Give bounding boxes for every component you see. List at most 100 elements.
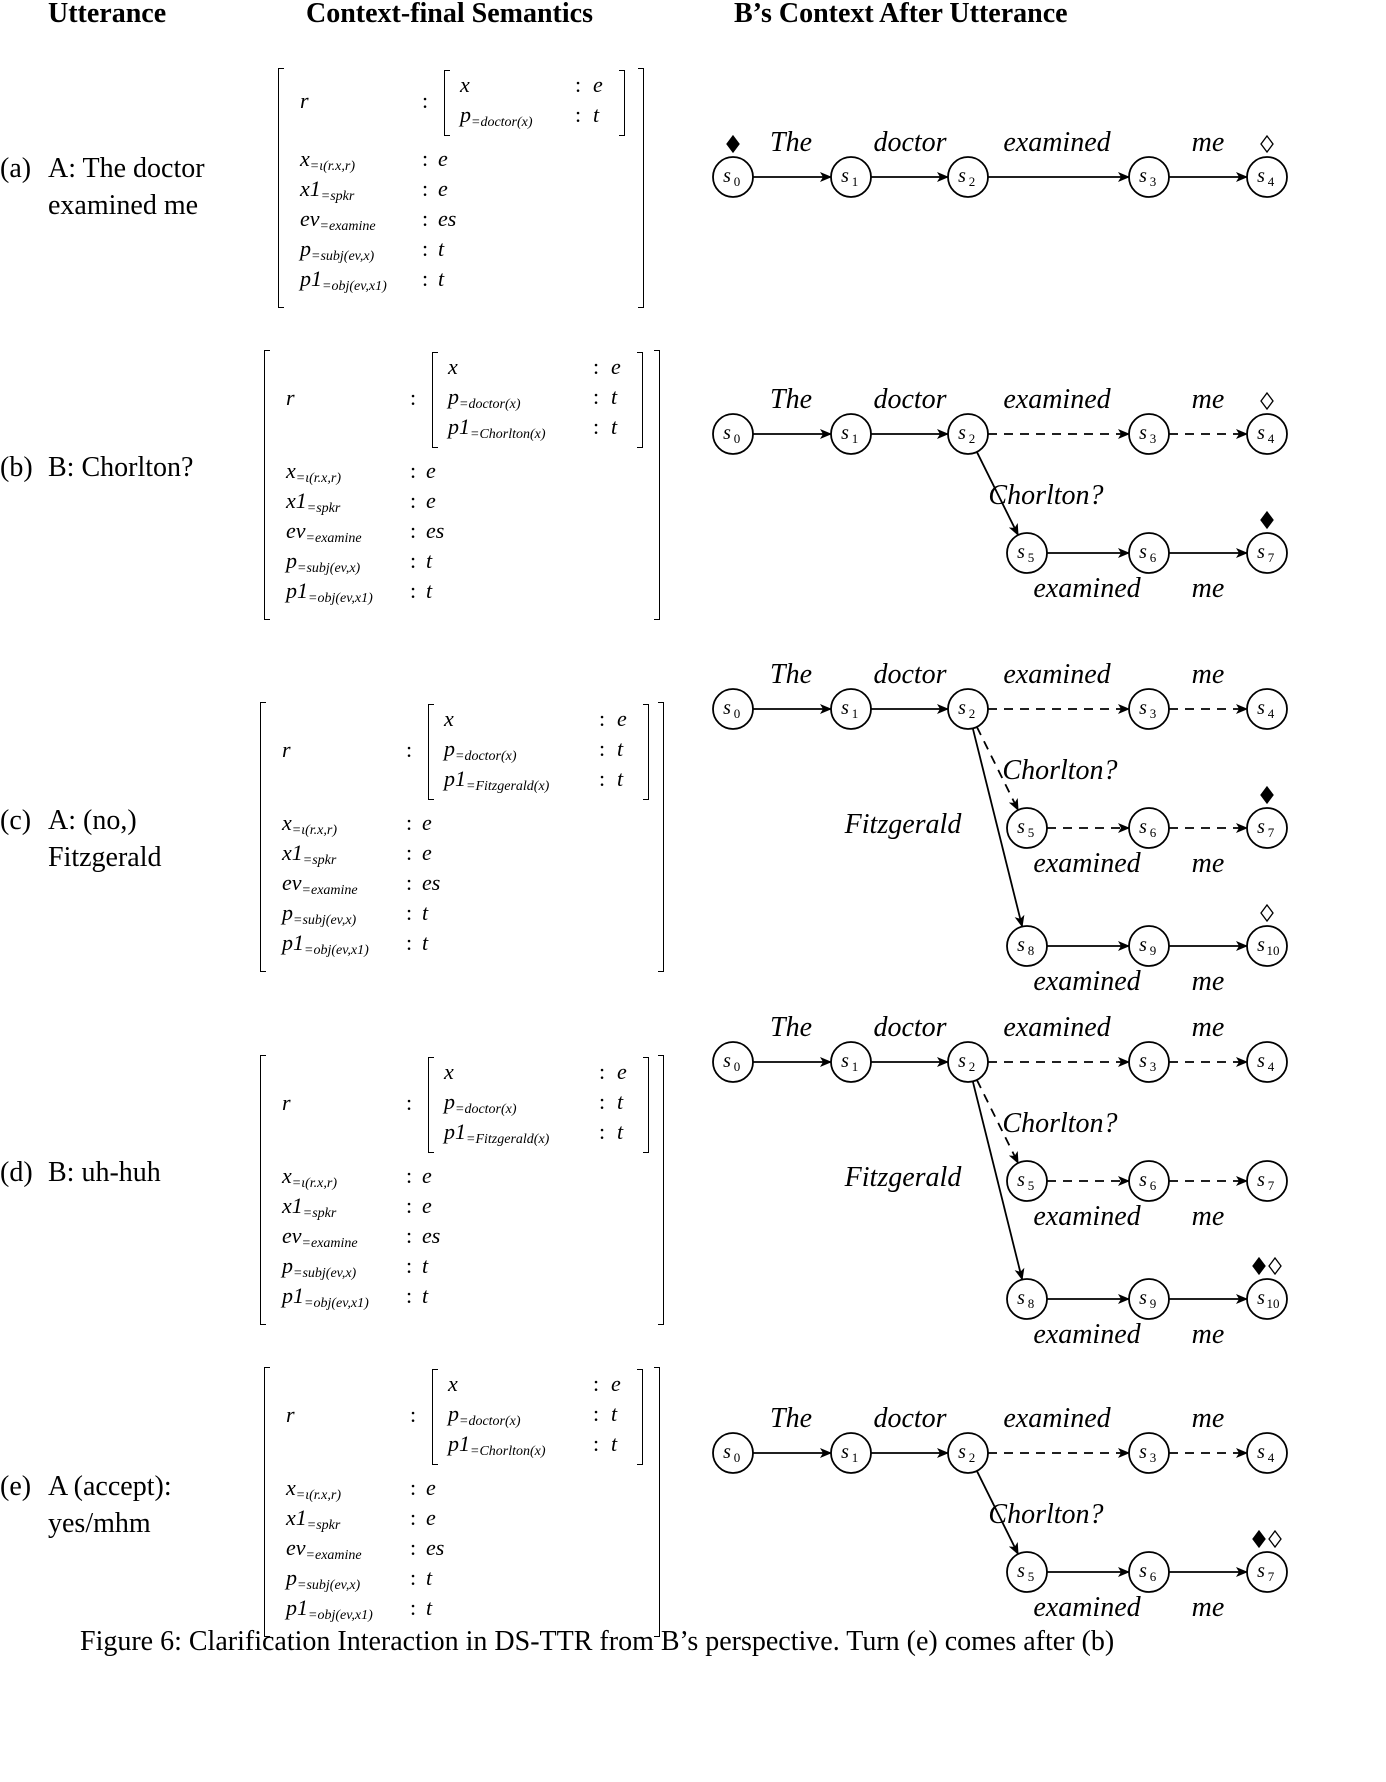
- word-me: me: [1192, 1592, 1225, 1623]
- state-name: s: [1017, 541, 1025, 563]
- inner-field-label: p=doctor(x): [448, 1401, 521, 1430]
- field-type: es: [426, 518, 445, 543]
- outer-field-label: ev=examine: [286, 518, 362, 547]
- field-type: es: [422, 870, 441, 895]
- avm-colon: :: [422, 176, 429, 201]
- inner-field-label: p1=Chorlton(x): [448, 414, 546, 443]
- outer-field-label: x1=spkr: [286, 488, 340, 517]
- state-name: s: [958, 165, 966, 187]
- inner-right-bracket: [637, 1369, 643, 1465]
- word-me: me: [1192, 1201, 1225, 1232]
- state-name: s: [1139, 934, 1147, 956]
- edge-s2-s8: [971, 1081, 1025, 1281]
- field-type: t: [617, 1119, 624, 1144]
- state-name: s: [1139, 422, 1147, 444]
- figure-caption: Figure 6: Clarification Interaction in D…: [80, 1626, 1115, 1657]
- outer-field-label: x=ι(r.x,r): [286, 1475, 341, 1504]
- avm-record-label: r: [282, 1090, 291, 1115]
- field-name: x: [282, 810, 292, 835]
- field-manifest: =obj(ev,x1): [304, 943, 369, 958]
- state-name: s: [1139, 1441, 1147, 1463]
- field-type: e: [438, 146, 448, 171]
- word-me: me: [1192, 966, 1225, 997]
- state-name: s: [1257, 816, 1265, 838]
- avm-colon: :: [406, 1283, 413, 1308]
- header-context: B’s Context After Utterance: [734, 0, 1068, 29]
- avm-colon: :: [593, 384, 600, 409]
- avm-colon: :: [410, 1595, 417, 1620]
- word-the: The: [770, 384, 812, 415]
- word-the: The: [770, 1403, 812, 1434]
- avm-left-bracket: [260, 702, 266, 972]
- word-me: me: [1192, 384, 1225, 415]
- avm-colon: :: [406, 1163, 413, 1188]
- outer-field-label: p1=obj(ev,x1): [282, 930, 369, 959]
- state-name: s: [1139, 816, 1147, 838]
- word-the: The: [770, 1012, 812, 1043]
- field-manifest: =examine: [305, 1548, 362, 1563]
- avm-colon: :: [410, 518, 417, 543]
- avm-colon: :: [410, 578, 417, 603]
- row-label: (c): [0, 805, 32, 836]
- field-name: ev: [286, 518, 306, 543]
- filled-diamond-marker: [1260, 510, 1274, 530]
- state-index: 9: [1150, 943, 1157, 958]
- state-name: s: [723, 422, 731, 444]
- field-type: e: [617, 1059, 627, 1084]
- field-type: t: [611, 1431, 618, 1456]
- inner-left-bracket: [432, 1369, 438, 1465]
- inner-left-bracket: [428, 1057, 434, 1153]
- field-manifest: =doctor(x): [471, 115, 533, 130]
- field-manifest: =subj(ev,x): [297, 1578, 361, 1593]
- word-me: me: [1192, 848, 1225, 879]
- state-index: 7: [1268, 1569, 1275, 1584]
- header-semantics: Context-final Semantics: [306, 0, 593, 29]
- avm-colon: :: [593, 1401, 600, 1426]
- avm-colon: :: [410, 458, 417, 483]
- field-name: x1: [286, 488, 307, 513]
- state-name: s: [1257, 1560, 1265, 1582]
- state-index: 0: [734, 431, 741, 446]
- outer-field-label: ev=examine: [300, 206, 376, 235]
- avm-colon: :: [422, 88, 429, 113]
- word-fitzgerald: Fitzgerald: [844, 809, 963, 840]
- avm-colon: :: [410, 1565, 417, 1590]
- avm-right-bracket: [638, 68, 644, 308]
- field-type: t: [611, 414, 618, 439]
- filled-diamond-marker: [1252, 1256, 1266, 1276]
- state-name: s: [1257, 165, 1265, 187]
- state-name: s: [1017, 1287, 1025, 1309]
- outer-field-label: ev=examine: [286, 1535, 362, 1564]
- avm-left-bracket: [264, 350, 270, 620]
- state-name: s: [1257, 1287, 1265, 1309]
- outer-field-label: x1=spkr: [282, 840, 336, 869]
- avm-colon: :: [410, 488, 417, 513]
- edge-s2-s5: [976, 1470, 1019, 1555]
- edge-s2-s8: [971, 728, 1025, 928]
- outer-field-label: x=ι(r.x,r): [286, 458, 341, 487]
- field-manifest: =ι(r.x,r): [291, 1176, 337, 1191]
- inner-right-bracket: [619, 70, 625, 136]
- word-chorlton: Chorlton?: [988, 480, 1103, 511]
- avm-colon: :: [410, 1535, 417, 1560]
- field-manifest: =obj(ev,x1): [308, 1608, 373, 1623]
- word-doctor: doctor: [873, 127, 946, 158]
- filled-diamond-marker: [726, 134, 740, 154]
- field-name: p1: [286, 578, 308, 603]
- word-examined: examined: [1003, 1403, 1111, 1434]
- avm-left-bracket: [278, 68, 284, 308]
- state-name: s: [723, 165, 731, 187]
- state-index: 2: [969, 706, 976, 721]
- field-manifest: =examine: [305, 531, 362, 546]
- word-the: The: [770, 659, 812, 690]
